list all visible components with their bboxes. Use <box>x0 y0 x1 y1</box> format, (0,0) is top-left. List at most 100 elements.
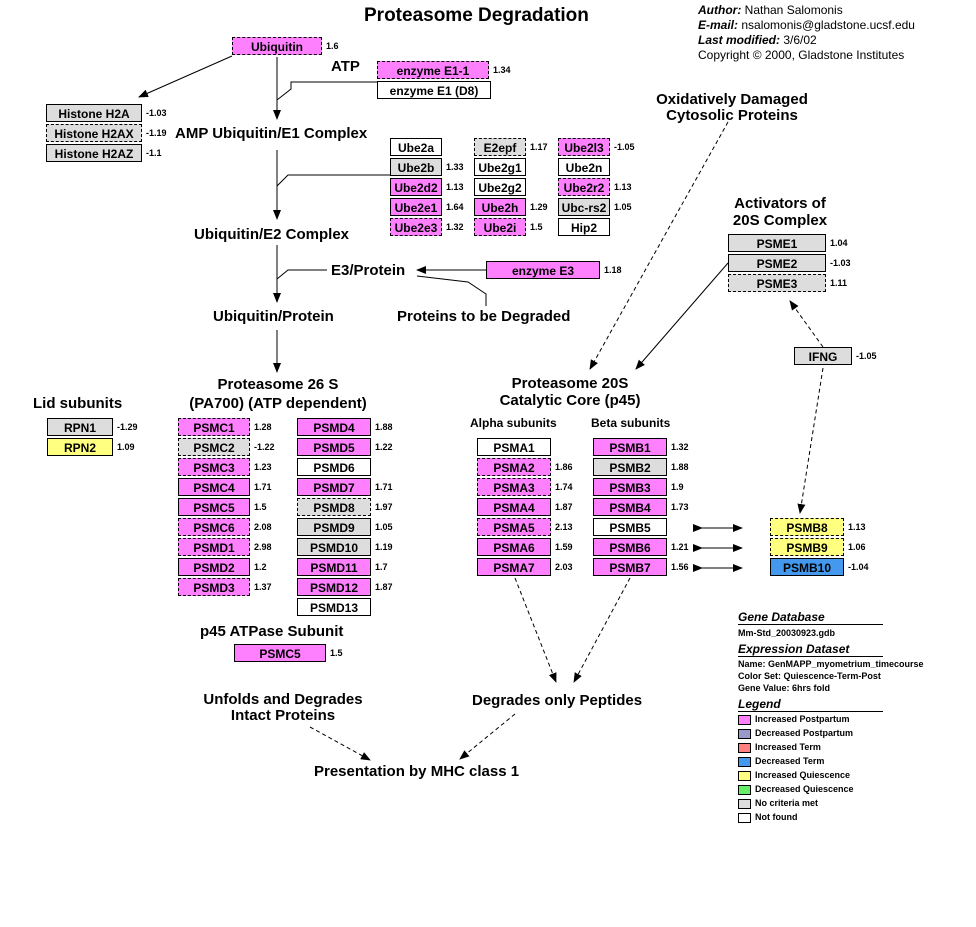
gene-label: PSMB9 <box>786 541 828 555</box>
gene-box-psmb5[interactable]: PSMB5 <box>593 518 667 536</box>
legend-label: Decreased Term <box>755 756 825 766</box>
gene-label: Histone H2AZ <box>54 147 134 161</box>
gene-box-psmb2[interactable]: PSMB2 <box>593 458 667 476</box>
gene-box-ube2i[interactable]: Ube2i <box>474 218 526 236</box>
gene-label: Ube2l3 <box>564 141 604 155</box>
gene-box-psma5[interactable]: PSMA5 <box>477 518 551 536</box>
gene-box-psmd1[interactable]: PSMD1 <box>178 538 250 556</box>
gene-box-ube2g1[interactable]: Ube2g1 <box>474 158 526 176</box>
gene-box-psmc2[interactable]: PSMC2 <box>178 438 250 456</box>
gene-box-psmd8[interactable]: PSMD8 <box>297 498 371 516</box>
gene-box-ube2n[interactable]: Ube2n <box>558 158 610 176</box>
gene-box-psma4[interactable]: PSMA4 <box>477 498 551 516</box>
gene-box-psma2[interactable]: PSMA2 <box>477 458 551 476</box>
gene-box-psmd3[interactable]: PSMD3 <box>178 578 250 596</box>
gene-box-psmd4[interactable]: PSMD4 <box>297 418 371 436</box>
gene-label: PSMB1 <box>609 441 651 455</box>
gene-box-psmc3[interactable]: PSMC3 <box>178 458 250 476</box>
gene-label: Ube2g2 <box>478 181 522 195</box>
gene-box-psmd5[interactable]: PSMD5 <box>297 438 371 456</box>
gene-box-psmb6[interactable]: PSMB6 <box>593 538 667 556</box>
gene-box-psmd7[interactable]: PSMD7 <box>297 478 371 496</box>
gene-box-histone-h2a[interactable]: Histone H2A <box>46 104 142 122</box>
legend-label: Decreased Quiescence <box>755 784 854 794</box>
gene-box-histone-h2ax[interactable]: Histone H2AX <box>46 124 142 142</box>
gene-box-enzyme-e1-d8-[interactable]: enzyme E1 (D8) <box>377 81 491 99</box>
gene-box-psmc4[interactable]: PSMC4 <box>178 478 250 496</box>
gene-box-ubiquitin[interactable]: Ubiquitin <box>232 37 322 55</box>
gene-box-psmd2[interactable]: PSMD2 <box>178 558 250 576</box>
gene-box-ube2d2[interactable]: Ube2d2 <box>390 178 442 196</box>
gene-box-psmc5[interactable]: PSMC5 <box>178 498 250 516</box>
gene-box-ube2r2[interactable]: Ube2r2 <box>558 178 610 196</box>
gene-box-psmd10[interactable]: PSMD10 <box>297 538 371 556</box>
gene-value: 1.04 <box>830 238 848 248</box>
gene-label: Ubiquitin <box>251 40 303 54</box>
activators-line-2: 20S Complex <box>732 212 828 229</box>
gene-label: PSMD9 <box>313 521 355 535</box>
gene-box-ube2a[interactable]: Ube2a <box>390 138 442 156</box>
gene-box-psme1[interactable]: PSME1 <box>728 234 826 252</box>
gene-box-histone-h2az[interactable]: Histone H2AZ <box>46 144 142 162</box>
gene-box-enzyme-e3[interactable]: enzyme E3 <box>486 261 600 279</box>
gene-label: PSME1 <box>756 237 798 251</box>
gene-box-psmb3[interactable]: PSMB3 <box>593 478 667 496</box>
gene-box-e2epf[interactable]: E2epf <box>474 138 526 156</box>
label-p45-atpase: p45 ATPase Subunit <box>200 623 344 640</box>
email-label: E-mail: <box>698 18 739 32</box>
gene-box-ube2b[interactable]: Ube2b <box>390 158 442 176</box>
gene-value: 2.13 <box>555 522 573 532</box>
label-proteins-to-degrade: Proteins to be Degraded <box>397 308 571 325</box>
gene-value: -1.1 <box>146 148 162 158</box>
gene-box-psma7[interactable]: PSMA7 <box>477 558 551 576</box>
gene-value: 1.87 <box>375 582 393 592</box>
gene-box-psme2[interactable]: PSME2 <box>728 254 826 272</box>
gene-box-psmb4[interactable]: PSMB4 <box>593 498 667 516</box>
label-e2-complex: Ubiquitin/E2 Complex <box>194 226 350 243</box>
gene-box-rpn2[interactable]: RPN2 <box>47 438 113 456</box>
gene-box-psmb9[interactable]: PSMB9 <box>770 538 844 556</box>
gene-value: 1.11 <box>830 278 848 288</box>
gene-box-ube2e1[interactable]: Ube2e1 <box>390 198 442 216</box>
gene-box-psmd6[interactable]: PSMD6 <box>297 458 371 476</box>
gene-value: 1.71 <box>254 482 272 492</box>
gene-box-ube2l3[interactable]: Ube2l3 <box>558 138 610 156</box>
gene-value: 1.28 <box>254 422 272 432</box>
gene-box-ube2e3[interactable]: Ube2e3 <box>390 218 442 236</box>
gene-box-psmd11[interactable]: PSMD11 <box>297 558 371 576</box>
gene-value: 1.73 <box>671 502 689 512</box>
gene-label: PSMB8 <box>786 521 828 535</box>
gene-box-psmd12[interactable]: PSMD12 <box>297 578 371 596</box>
gene-box-hip2[interactable]: Hip2 <box>558 218 610 236</box>
legend-swatch <box>738 757 751 767</box>
modified-line: Last modified: 3/6/02 <box>698 33 817 47</box>
gene-box-psmb7[interactable]: PSMB7 <box>593 558 667 576</box>
gene-box-psmb1[interactable]: PSMB1 <box>593 438 667 456</box>
gene-box-psma6[interactable]: PSMA6 <box>477 538 551 556</box>
gene-label: PSMC5 <box>259 647 301 661</box>
gene-box-psmd9[interactable]: PSMD9 <box>297 518 371 536</box>
expr-name: Name: GenMAPP_myometrium_timecourse <box>738 659 924 669</box>
gene-label: Ube2b <box>397 161 435 175</box>
gene-box-psmb10[interactable]: PSMB10 <box>770 558 844 576</box>
gene-box-psma1[interactable]: PSMA1 <box>477 438 551 456</box>
gene-box-enzyme-e1-1[interactable]: enzyme E1-1 <box>377 61 489 79</box>
gene-box-psmc5[interactable]: PSMC5 <box>234 644 326 662</box>
gene-box-ubc-rs2[interactable]: Ubc-rs2 <box>558 198 610 216</box>
gene-box-ifng[interactable]: IFNG <box>794 347 852 365</box>
gene-value: 1.18 <box>604 265 622 275</box>
gene-box-psmc6[interactable]: PSMC6 <box>178 518 250 536</box>
gene-box-psmc1[interactable]: PSMC1 <box>178 418 250 436</box>
gene-box-ube2h[interactable]: Ube2h <box>474 198 526 216</box>
gene-box-psmb8[interactable]: PSMB8 <box>770 518 844 536</box>
gene-box-psma3[interactable]: PSMA3 <box>477 478 551 496</box>
gene-label: Ube2n <box>565 161 603 175</box>
gene-value: 1.64 <box>446 202 464 212</box>
gene-label: Ube2h <box>481 201 519 215</box>
gene-box-ube2g2[interactable]: Ube2g2 <box>474 178 526 196</box>
label-beta-subunits: Beta subunits <box>591 416 671 430</box>
gene-box-rpn1[interactable]: RPN1 <box>47 418 113 436</box>
gene-label: PSMB3 <box>609 481 651 495</box>
gene-box-psmd13[interactable]: PSMD13 <box>297 598 371 616</box>
gene-box-psme3[interactable]: PSME3 <box>728 274 826 292</box>
